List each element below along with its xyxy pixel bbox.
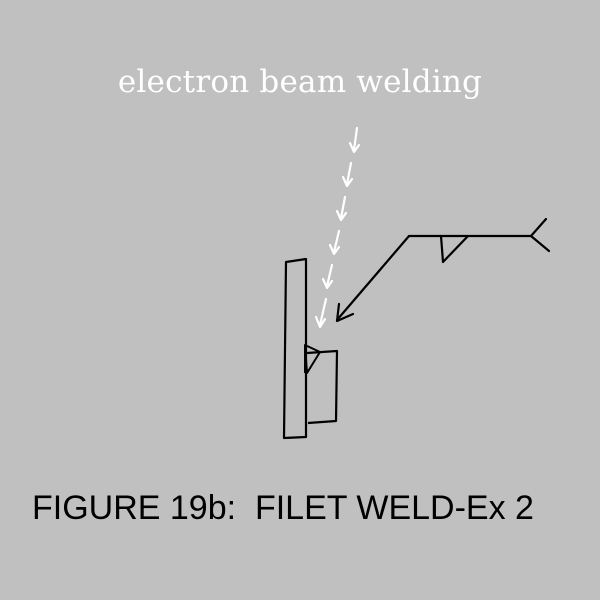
beam-arrows [314, 126, 361, 329]
tail-lower [529, 234, 551, 253]
beam-label: electron beam welding [117, 64, 483, 100]
beam-arrow-4 [328, 229, 341, 256]
arrow-leader [335, 234, 411, 322]
figure-caption: FIGURE 19b: FILET WELD-Ex 2 [32, 489, 534, 527]
tail-upper [529, 217, 548, 238]
beam-arrow-2 [341, 161, 354, 188]
fillet-weld [304, 344, 321, 374]
welding-symbol [335, 217, 551, 323]
fillet-symbol-icon [439, 234, 470, 264]
vertical-plate [282, 257, 308, 440]
beam-arrow-5 [321, 263, 334, 290]
arrow-head [335, 302, 355, 323]
attached-piece [306, 349, 339, 425]
beam-arrow-3 [335, 195, 348, 222]
beam-arrow-6 [314, 297, 328, 329]
beam-arrow-1 [348, 126, 361, 154]
